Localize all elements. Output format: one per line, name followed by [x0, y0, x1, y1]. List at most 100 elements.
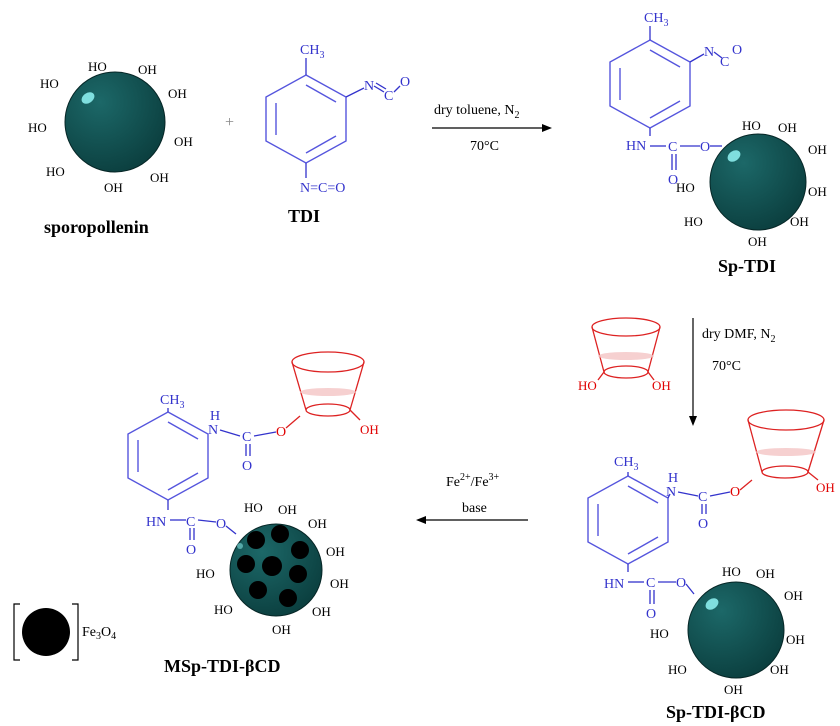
- carbonyl-c: C: [186, 515, 195, 530]
- isocyanate-n: N: [704, 45, 714, 60]
- nh-n: N: [666, 485, 676, 500]
- ester-o: O: [700, 140, 710, 155]
- methyl-group: CH3: [300, 43, 324, 61]
- sphere-highlight: [81, 92, 95, 104]
- oh-label: OH: [770, 662, 789, 677]
- fe3o4-nanoparticles: [237, 525, 309, 607]
- beta-cyclodextrin-reagent: HO OH: [578, 317, 671, 393]
- isocyanate-o: O: [732, 43, 742, 58]
- sporopollenin-label: sporopollenin: [44, 217, 149, 237]
- oh-label: OH: [104, 180, 123, 195]
- oh-label: OH: [756, 566, 775, 581]
- ester-o: O: [216, 517, 226, 532]
- carbonyl-o: O: [242, 459, 252, 474]
- oh-label: HO: [684, 214, 703, 229]
- oh-label: HO: [722, 564, 741, 579]
- oh-label: OH: [784, 588, 803, 603]
- fe3o4-legend: Fe3O4: [13, 603, 116, 661]
- nh-h: H: [210, 409, 220, 424]
- tdi-molecule: CH3 N C O N=C=O: [265, 43, 410, 196]
- oh-label: OH: [748, 234, 767, 249]
- oh-label: OH: [816, 480, 835, 495]
- oh-label: OH: [168, 86, 187, 101]
- sporopollenin-particle: HO OH HO OH HO OH HO OH OH: [28, 59, 193, 195]
- sporopollenin-sphere: [64, 71, 166, 173]
- oh-label: OH: [786, 632, 805, 647]
- oh-label: OH: [150, 170, 169, 185]
- oh-label: OH: [272, 622, 291, 637]
- oh-label: OH: [790, 214, 809, 229]
- carbonyl-o: O: [698, 517, 708, 532]
- sphere-highlight: [705, 598, 719, 610]
- oh-label: HO: [88, 59, 107, 74]
- oh-label: HO: [650, 626, 669, 641]
- step3-base: base: [462, 501, 487, 516]
- oh-label: OH: [808, 142, 827, 157]
- sp-tdi-bcd-label: Sp-TDI-βCD: [666, 702, 766, 722]
- oh-label: HO: [196, 566, 215, 581]
- oh-label: OH: [652, 378, 671, 393]
- msp-tdi-bcd-molecule: CH3 H N C O O OH HN C O O: [127, 351, 379, 637]
- oh-label: OH: [138, 62, 157, 77]
- oh-label: OH: [808, 184, 827, 199]
- oh-label: OH: [312, 604, 331, 619]
- step2-conditions: dry DMF, N2: [702, 327, 776, 345]
- reaction-arrow-3: [416, 516, 528, 524]
- nh-n: N: [208, 423, 218, 438]
- methyl-group: CH3: [160, 393, 184, 411]
- carbonyl-o: O: [186, 543, 196, 558]
- ester-o: O: [730, 485, 740, 500]
- nh-group: HN: [146, 515, 166, 530]
- step3-conditions: Fe2+/Fe3+: [446, 472, 500, 490]
- ester-o: O: [276, 425, 286, 440]
- isocyanate-n: N: [364, 79, 374, 94]
- oh-label: HO: [244, 500, 263, 515]
- step1-temperature: 70°C: [470, 139, 499, 154]
- nh-h: H: [668, 471, 678, 486]
- carbonyl-o: O: [668, 173, 678, 188]
- step1-conditions: dry toluene, N2: [434, 103, 519, 121]
- oh-label: HO: [40, 76, 59, 91]
- oh-label: HO: [668, 662, 687, 677]
- reaction-arrow-1: [432, 124, 552, 132]
- oh-label: HO: [214, 602, 233, 617]
- isocyanate-c: C: [384, 89, 393, 104]
- tdi-label: TDI: [288, 206, 320, 226]
- sp-tdi-bcd-molecule: CH3 H N C O O OH HN C O O HO OH OH OH OH: [587, 409, 835, 697]
- nh-group: HN: [626, 139, 646, 154]
- oh-label: OH: [326, 544, 345, 559]
- isocyanate-group: N=C=O: [300, 181, 345, 196]
- carbonyl-c: C: [242, 430, 251, 445]
- oh-label: OH: [308, 516, 327, 531]
- isocyanate-c: C: [720, 55, 729, 70]
- nanoparticle-icon: [22, 608, 70, 656]
- ester-o: O: [676, 576, 686, 591]
- isocyanate-o: O: [400, 75, 410, 90]
- msp-tdi-bcd-label: MSp-TDI-βCD: [164, 656, 281, 676]
- reaction-arrow-2: [689, 318, 697, 426]
- nh-group: HN: [604, 577, 624, 592]
- step2-temperature: 70°C: [712, 359, 741, 374]
- oh-label: OH: [278, 502, 297, 517]
- sp-tdi-label: Sp-TDI: [718, 256, 776, 276]
- oh-label: HO: [742, 118, 761, 133]
- oh-label: OH: [724, 682, 743, 697]
- sp-tdi-molecule: CH3 N C O HN C O O HO OH OH OH OH OH HO …: [609, 11, 827, 249]
- benzene-ring: [265, 74, 347, 164]
- carbonyl-c: C: [698, 490, 707, 505]
- oh-label: HO: [46, 164, 65, 179]
- oh-label: OH: [174, 134, 193, 149]
- sphere-highlight: [727, 150, 741, 162]
- carbonyl-c: C: [646, 576, 655, 591]
- carbonyl-o: O: [646, 607, 656, 622]
- oh-label: HO: [676, 180, 695, 195]
- oh-label: HO: [578, 378, 597, 393]
- oh-label: HO: [28, 120, 47, 135]
- carbonyl-c: C: [668, 140, 677, 155]
- oh-label: OH: [330, 576, 349, 591]
- methyl-group: CH3: [644, 11, 668, 29]
- plus-sign: +: [225, 114, 234, 131]
- fe3o4-label: Fe3O4: [82, 625, 116, 642]
- oh-label: OH: [778, 120, 797, 135]
